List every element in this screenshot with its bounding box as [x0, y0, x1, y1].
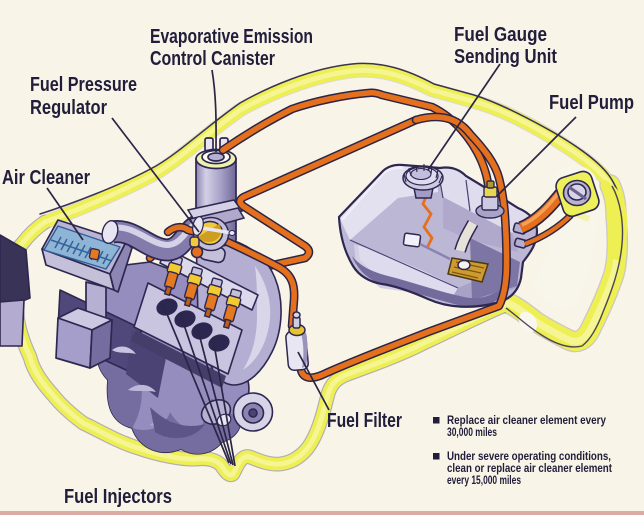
svg-text:Fuel Injectors: Fuel Injectors: [64, 486, 172, 508]
svg-text:Control Canister: Control Canister: [150, 48, 275, 70]
svg-text:Fuel Filter: Fuel Filter: [327, 410, 402, 432]
svg-text:Fuel Pressure: Fuel Pressure: [30, 74, 137, 96]
svg-text:every 15,000 miles: every 15,000 miles: [447, 473, 521, 487]
svg-text:30,000 miles: 30,000 miles: [447, 425, 497, 439]
svg-text:Fuel Gauge: Fuel Gauge: [454, 24, 547, 46]
svg-text:Air Cleaner: Air Cleaner: [2, 167, 90, 189]
svg-text:Evaporative Emission: Evaporative Emission: [150, 26, 313, 48]
svg-text:clean or replace air cleaner e: clean or replace air cleaner element: [447, 461, 612, 475]
svg-text:Sending Unit: Sending Unit: [454, 46, 557, 68]
svg-text:Under severe operating conditi: Under severe operating conditions,: [447, 449, 611, 463]
svg-text:Regulator: Regulator: [30, 97, 107, 119]
svg-text:Fuel Pump: Fuel Pump: [549, 92, 634, 114]
svg-text:Replace air cleaner element ev: Replace air cleaner element every: [447, 413, 606, 427]
